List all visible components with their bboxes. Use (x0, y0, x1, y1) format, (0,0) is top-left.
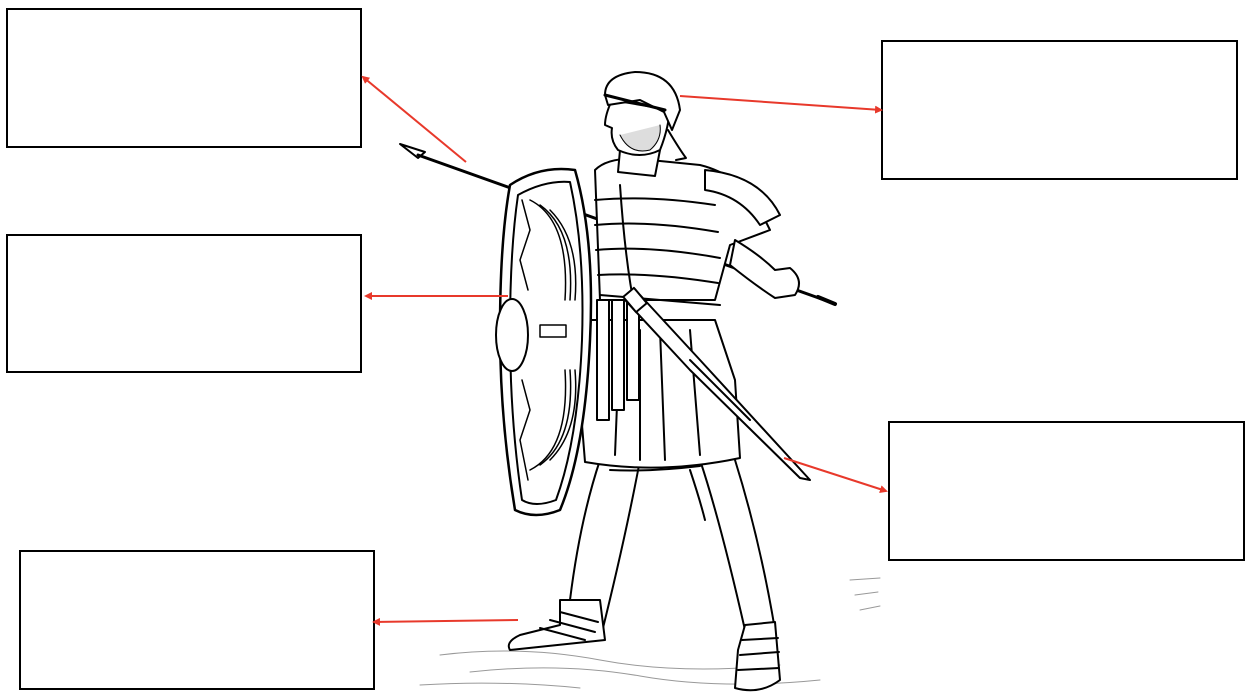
shield (496, 169, 591, 515)
arrow-sandals (374, 620, 518, 622)
ground (420, 578, 880, 688)
arrow-helmet (680, 96, 881, 110)
arm (730, 240, 799, 298)
roman-soldier-illustration (400, 72, 880, 690)
